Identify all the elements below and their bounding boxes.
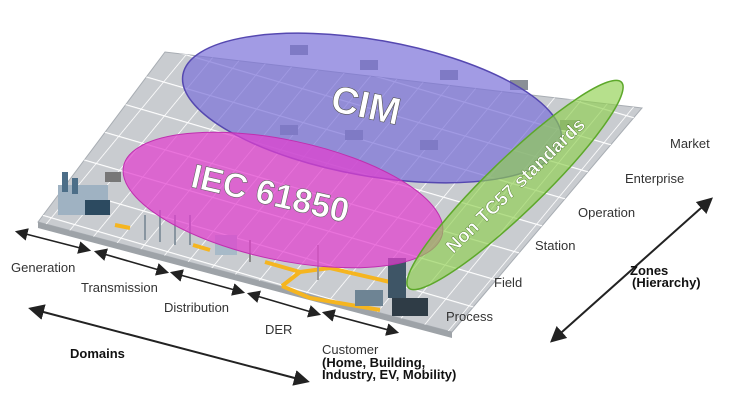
- zone-field: Field: [494, 275, 522, 290]
- generation-plant-icon: [58, 172, 110, 215]
- domain-distribution: Distribution: [164, 300, 229, 315]
- iec-61850-overlay: IEC 61850: [122, 131, 444, 269]
- domain-arrows: [14, 228, 400, 386]
- zone-market: Market: [670, 136, 710, 151]
- zone-station: Station: [535, 238, 575, 253]
- domain-labels: Generation Transmission Distribution DER…: [11, 260, 456, 382]
- domains-title: Domains: [70, 346, 125, 361]
- customer-detail-1: (Home, Building,: [322, 355, 425, 370]
- zones-title: Zones: [630, 263, 668, 278]
- customer-building-icon: [355, 258, 428, 316]
- customer-detail-2: Industry, EV, Mobility): [322, 367, 456, 382]
- domain-der: DER: [265, 322, 292, 337]
- domain-customer: Customer: [322, 342, 379, 357]
- zone-operation: Operation: [578, 205, 635, 220]
- domain-generation: Generation: [11, 260, 75, 275]
- zone-enterprise: Enterprise: [625, 171, 684, 186]
- zone-process: Process: [446, 309, 493, 324]
- domain-transmission: Transmission: [81, 280, 158, 295]
- zones-arrow: [550, 197, 713, 343]
- zones-subtitle: (Hierarchy): [632, 275, 701, 290]
